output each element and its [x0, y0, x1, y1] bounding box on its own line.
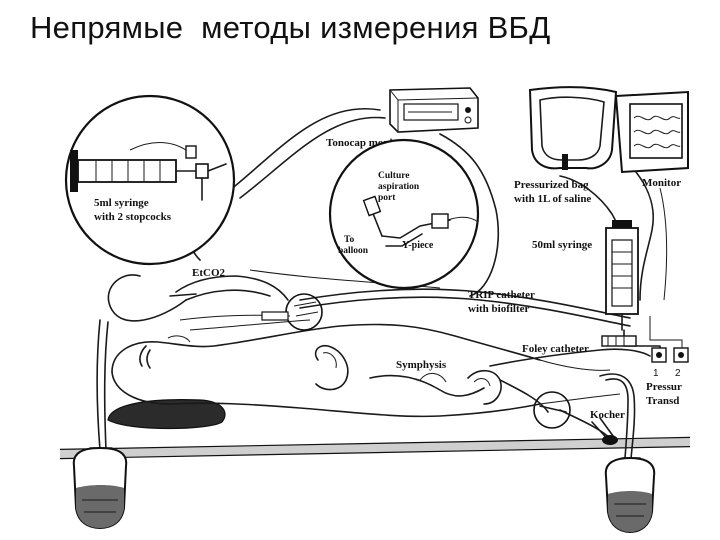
label-symphysis: Symphysis [396, 359, 447, 371]
label-5ml-syringe-1: 5ml syringe [94, 197, 149, 209]
label-culture-1: Culture [378, 171, 410, 181]
label-pressure-2: Transd [646, 395, 679, 407]
kocher-clamp [533, 391, 618, 445]
label-foley-catheter: Foley catheter [522, 343, 589, 355]
label-trip-1: TRIP catheter [468, 289, 535, 301]
label-culture-2: aspiration [378, 182, 420, 192]
label-to-balloon-1: To [344, 235, 354, 245]
inset-y-piece: Culture aspiration port To balloon Y-pie… [328, 138, 480, 290]
patient-figure [107, 323, 621, 430]
slide-title: Непрямые методы измерения ВБД [30, 10, 551, 45]
label-port-2: 2 [675, 368, 681, 379]
etco2-connector: EtCO2 [169, 267, 323, 331]
tonocap-monitor: Tonocap monitor [326, 87, 479, 149]
monitor: Monitor [614, 90, 689, 189]
pressure-transducer: Pressur Transd [646, 381, 682, 407]
label-monitor: Monitor [642, 177, 681, 189]
label-pressure-1: Pressur [646, 381, 682, 393]
inset-5ml-syringe: 5ml syringe with 2 stopcocks [64, 94, 236, 266]
pressurized-bag: Pressurized bag with 1L of saline [514, 86, 618, 205]
drainage-bag-right [604, 456, 656, 534]
label-50ml-syringe: 50ml syringe [532, 239, 592, 251]
operating-table [59, 436, 691, 460]
label-pressurized-bag-1: Pressurized bag [514, 179, 589, 191]
label-pressurized-bag-2: with 1L of saline [514, 193, 591, 205]
label-5ml-syringe-2: with 2 stopcocks [94, 211, 172, 223]
label-kocher: Kocher [590, 409, 625, 421]
label-to-balloon-2: balloon [338, 246, 369, 256]
drainage-bag-left [72, 446, 128, 530]
label-port-1: 1 [653, 368, 659, 379]
label-trip-2: with biofilter [468, 303, 530, 315]
label-culture-3: port [378, 193, 396, 203]
50ml-syringe: 50ml syringe 1 2 [532, 220, 689, 379]
label-y-piece: Y-piece [402, 240, 434, 251]
label-etco2: EtCO2 [192, 267, 226, 279]
